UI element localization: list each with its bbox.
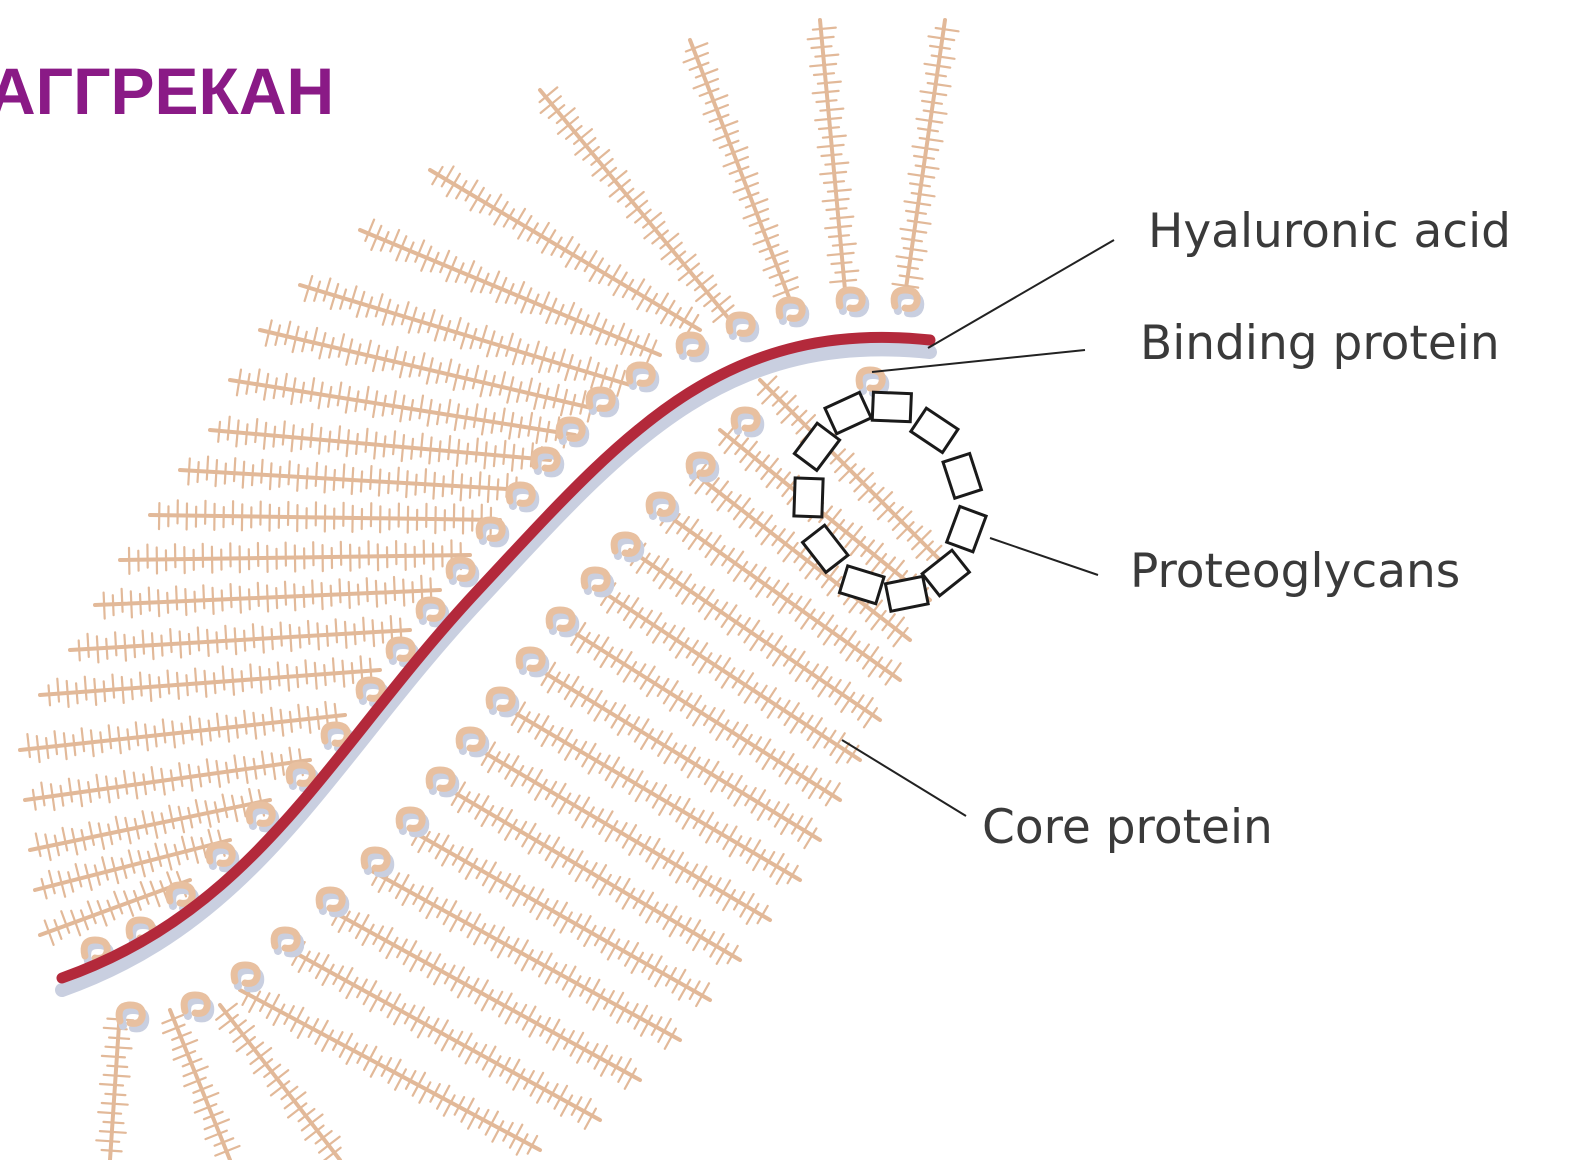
binding-protein-hook [839,290,865,313]
leader-hyaluronic-acid [928,240,1114,348]
label-binding-protein: Binding protein [1140,320,1500,367]
binding-protein-hook [859,370,885,393]
binding-protein-hook [319,890,345,913]
label-core-protein: Core protein [982,804,1273,851]
proteoglycan-brush [808,20,859,290]
binding-protein-hook [449,560,475,583]
binding-protein-hook [459,730,485,753]
binding-protein-hook [734,410,760,433]
binding-protein-hook [679,335,705,358]
ring-segment [839,566,884,604]
binding-protein-hook [249,805,275,828]
binding-protein-hook [549,610,575,633]
binding-protein-hook [399,810,425,833]
label-proteoglycans: Proteoglycans [1130,548,1460,595]
binding-protein-hook [779,300,805,323]
binding-protein-hook [629,365,655,388]
proteoglycan-brush [70,616,410,662]
ring-segment [943,453,981,498]
ring-segment [872,392,911,422]
proteoglycan-brush [540,663,820,848]
proteoglycan-brush [40,656,380,707]
binding-proteins [84,290,920,1028]
binding-protein-hook [584,570,610,593]
ring-segment [825,392,871,433]
ring-segment [947,506,986,551]
binding-protein-hook [589,390,615,413]
binding-protein-hook [234,965,260,988]
binding-protein-hook [119,1005,145,1028]
binding-protein-hook [184,995,210,1018]
ring-segment [911,408,958,452]
binding-protein-hook [489,690,515,713]
binding-protein-hook [614,535,640,558]
page-title: АГГРЕКАН [0,58,334,124]
proteoglycan-brush [210,417,550,473]
binding-protein-hook [559,420,585,443]
proteoglycan-brush [893,20,959,295]
proteoglycan-brush [162,1010,239,1160]
ring-segment [794,478,823,517]
proteoglycan-brush [430,167,700,338]
binding-protein-hook [729,315,755,338]
binding-protein-hook [519,650,545,673]
binding-protein-hook [649,495,675,518]
proteoglycan-brush [95,576,440,619]
proteoglycan-brush [216,1004,340,1160]
binding-protein-hook [429,770,455,793]
binding-protein-hook [274,930,300,953]
binding-protein-hook [509,485,535,508]
proteoglycan-brush [96,1010,133,1160]
leader-proteoglycans [990,538,1098,575]
binding-protein-hook [209,845,235,868]
proteoglycan-brush [180,457,525,504]
binding-protein-hook [689,455,715,478]
ring-segment [885,576,928,611]
binding-protein-hook [419,600,445,623]
ring-segment [803,525,848,572]
proteoglycan-brush [120,540,470,574]
proteoglycan-brush [540,87,734,322]
binding-protein-hook [479,520,505,543]
label-hyaluronic-acid: Hyaluronic acid [1148,208,1511,255]
proteoglycan-brush [150,500,500,534]
binding-protein-hook [364,850,390,873]
binding-protein-hook [894,290,920,313]
proteoglycan-brush [684,40,798,300]
proteoglycan-brush [20,702,345,762]
leader-core-protein [842,740,966,816]
